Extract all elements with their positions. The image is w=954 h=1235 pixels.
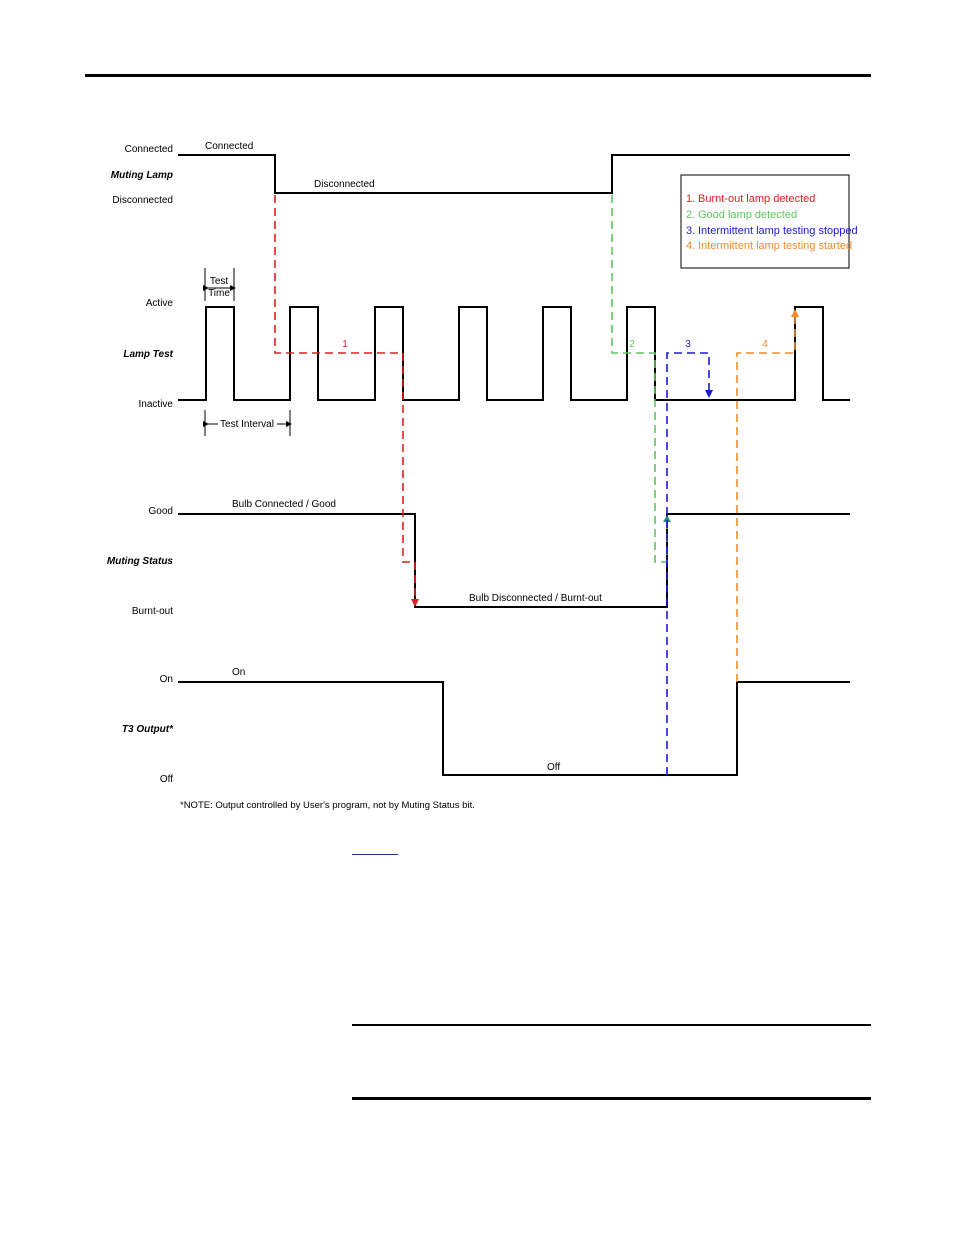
path-4-number: 4 [762, 339, 768, 350]
header-rule [85, 74, 871, 77]
lamp-test-low-label: Inactive [139, 399, 174, 410]
legend-item-4-text: Intermittent lamp testing started [698, 240, 852, 252]
bulb-burnt-annotation: Bulb Disconnected / Burnt-out [469, 593, 602, 604]
muting-lamp-high-label: Connected [125, 144, 173, 155]
muting-status-waveform [178, 513, 850, 608]
disconnected-annotation: Disconnected [314, 179, 375, 190]
legend-item-2: 2. Good lamp detected [686, 209, 797, 221]
test-interval-label: Test Interval [220, 419, 274, 430]
connected-annotation: Connected [205, 141, 253, 152]
legend-box [680, 174, 850, 269]
t3-output-high-label: On [160, 674, 173, 685]
hyperlink-underline[interactable] [352, 853, 398, 855]
table-top-rule [352, 1024, 871, 1026]
path-1-burnt-out [274, 195, 419, 607]
off-annotation: Off [547, 762, 560, 773]
muting-status-high-label: Good [149, 506, 173, 517]
t3-output-title: T3 Output* [122, 724, 174, 735]
muting-lamp-title: Muting Lamp [111, 170, 173, 181]
lamp-test-waveform [178, 306, 850, 401]
bulb-good-annotation: Bulb Connected / Good [232, 499, 336, 510]
legend-item-2-number: 2. [686, 209, 695, 221]
footnote: *NOTE: Output controlled by User's progr… [180, 800, 475, 811]
path-2-number: 2 [629, 339, 635, 350]
muting-lamp-low-label: Disconnected [112, 195, 173, 206]
path-2-good [611, 195, 668, 563]
path-3-number: 3 [685, 339, 691, 350]
lamp-test-title: Lamp Test [123, 349, 173, 360]
on-annotation: On [232, 667, 245, 678]
muting-status-title: Muting Status [107, 556, 174, 567]
legend-item-3-number: 3. [686, 225, 695, 237]
t3-output-low-label: Off [160, 774, 173, 785]
t3-output-waveform [178, 681, 850, 776]
lamp-test-high-label: Active [146, 298, 174, 309]
legend-item-1-number: 1. [686, 193, 695, 205]
path-3-stopped-down [666, 352, 713, 775]
legend-item-2-text: Good lamp detected [698, 209, 797, 221]
test-time-label-line1: Test [210, 276, 229, 287]
path-1-number: 1 [342, 339, 348, 350]
muting-lamp-waveform [178, 154, 850, 194]
table-bottom-rule [352, 1097, 871, 1100]
legend-item-3-text: Intermittent lamp testing stopped [698, 225, 858, 237]
path-4-started [736, 309, 799, 682]
legend-item-4-number: 4. [686, 240, 695, 252]
legend-item-1-text: Burnt-out lamp detected [698, 193, 815, 205]
legend-item-1: 1. Burnt-out lamp detected [686, 193, 815, 205]
legend-item-4: 4. Intermittent lamp testing started [686, 240, 852, 252]
legend-item-3: 3. Intermittent lamp testing stopped [686, 225, 858, 237]
path-2-arrowhead [663, 515, 671, 522]
test-time-label-line2: Time [208, 288, 230, 299]
muting-status-low-label: Burnt-out [132, 606, 173, 617]
